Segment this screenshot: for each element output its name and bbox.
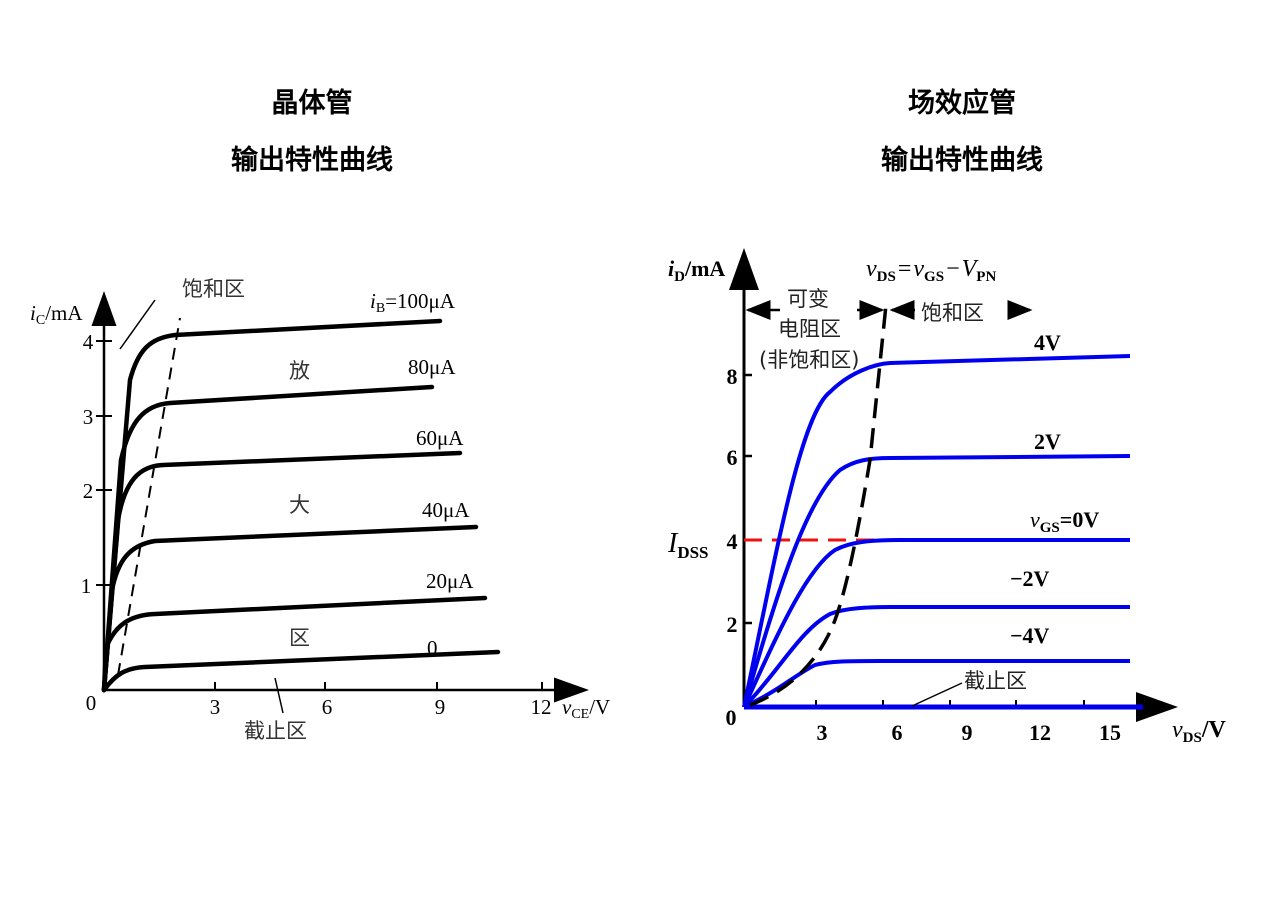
fet-cutoff-pointer — [911, 682, 963, 707]
bjt-ytick-3: 3 — [83, 405, 94, 429]
fet-label-4V: 4V — [1034, 330, 1061, 355]
bjt-ytick-1: 1 — [81, 574, 92, 598]
bjt-xtick-3: 3 — [210, 695, 221, 719]
fet-xtick-3: 3 — [817, 720, 828, 745]
bjt-curve-40uA — [101, 524, 479, 693]
title-fet-line1: 场效应管 — [908, 88, 1016, 119]
bjt-x-label: vCE/V — [562, 695, 610, 722]
title-bjt: 晶体管 输出特性曲线 — [162, 90, 462, 204]
bjt-label-da: 大 — [289, 493, 310, 517]
fet-origin: 0 — [726, 705, 737, 730]
bjt-label-80uA: 80μA — [408, 355, 456, 379]
bjt-ytick-2: 2 — [83, 479, 94, 503]
bjt-label-100uA: iB=100μA — [370, 289, 456, 316]
bjt-xtick-12: 12 — [531, 695, 552, 719]
fet-sat-label: 饱和区 — [921, 301, 984, 325]
fet-label-0V: vGS=0V — [1030, 507, 1099, 536]
bjt-xtick-9: 9 — [435, 695, 446, 719]
bjt-curves — [101, 318, 501, 693]
bjt-y-ticks — [96, 340, 112, 586]
title-fet: 场效应管 输出特性曲线 — [812, 90, 1112, 204]
bjt-label-saturation: 饱和区 — [182, 277, 245, 301]
fet-ytick-4: 4 — [727, 529, 738, 554]
title-bjt-line2: 输出特性曲线 — [231, 145, 393, 176]
bjt-label-fang: 放 — [289, 359, 310, 383]
fet-y-label: iD/mA — [668, 256, 725, 285]
fet-xtick-12: 12 — [1029, 720, 1051, 745]
bjt-ytick-4: 4 — [83, 330, 94, 354]
title-fet-line2: 输出特性曲线 — [881, 145, 1043, 176]
fet-label-m4V: −4V — [1010, 623, 1050, 648]
bjt-origin: 0 — [86, 691, 97, 715]
bjt-y-label: iC/mA — [30, 301, 83, 328]
fet-curve-m4V — [743, 659, 1130, 709]
fet-x-label: vDS/V — [1172, 717, 1227, 746]
fet-ytick-2: 2 — [727, 612, 738, 637]
title-bjt-line1: 晶体管 — [271, 88, 353, 119]
bjt-curve-20uA — [101, 595, 488, 693]
fet-ohmic-label-2: 电阻区 — [778, 317, 841, 341]
bjt-xtick-6: 6 — [322, 695, 333, 719]
bjt-x-ticks — [214, 682, 543, 690]
fet-ytick-6: 6 — [727, 445, 738, 470]
bjt-label-cutoff: 截止区 — [244, 719, 307, 743]
fet-curve-2V — [742, 454, 1131, 708]
fet-boundary-curve — [749, 304, 888, 707]
bjt-saturation-boundary — [117, 317, 181, 676]
fet-xtick-6: 6 — [892, 720, 903, 745]
fet-idss-label: IDSS — [667, 528, 709, 562]
bjt-sat-pointer — [119, 299, 156, 350]
bjt-label-60uA: 60μA — [416, 426, 464, 450]
fet-boundary-equation: vDS=vGS−VPN — [866, 256, 996, 285]
fet-ytick-8: 8 — [727, 364, 738, 389]
bjt-label-20uA: 20μA — [426, 569, 474, 593]
bjt-curve-60uA — [101, 450, 463, 693]
fet-label-2V: 2V — [1034, 429, 1061, 454]
fet-curve-m2V — [742, 605, 1130, 709]
bjt-curve-0 — [101, 649, 501, 693]
bjt-label-40uA: 40μA — [422, 498, 470, 522]
fet-cutoff-label: 截止区 — [964, 669, 1027, 693]
fet-label-m2V: −2V — [1010, 566, 1050, 591]
fet-ohmic-label-3: (非饱和区) — [759, 348, 859, 372]
bjt-curve-80uA — [101, 384, 435, 693]
bjt-curve-100uA — [101, 318, 443, 693]
fet-xtick-15: 15 — [1099, 720, 1121, 745]
fet-xtick-9: 9 — [962, 720, 973, 745]
fet-ohmic-label-1: 可变 — [787, 287, 829, 311]
fet-curve-0V — [742, 538, 1130, 708]
bjt-label-qu: 区 — [289, 626, 310, 650]
bjt-label-0: 0 — [427, 636, 438, 660]
bjt-cutoff-pointer — [274, 677, 284, 714]
fet-curve-4V — [742, 354, 1131, 708]
